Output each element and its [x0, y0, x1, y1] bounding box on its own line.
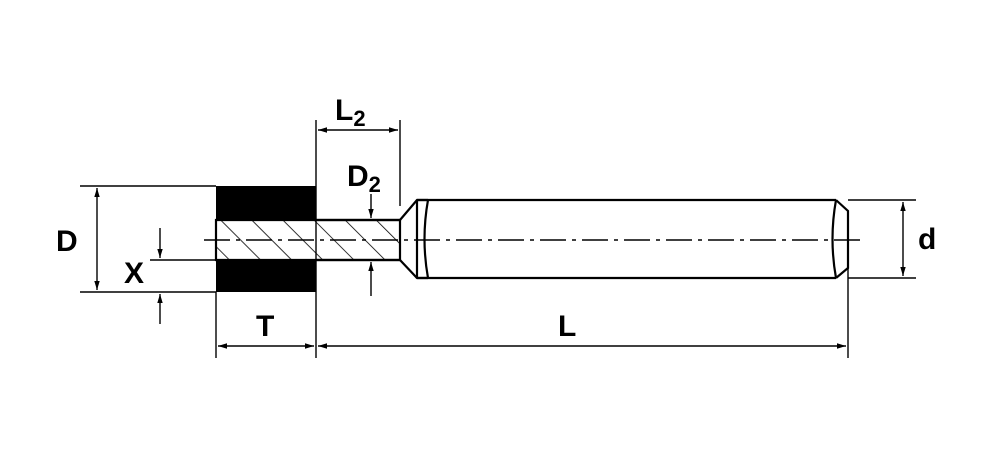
shank-transition-bottom — [399, 259, 428, 280]
label-T: T — [256, 310, 274, 343]
label-X: X — [124, 257, 144, 290]
dimension-lines — [94, 127, 906, 349]
wheel-top-ring — [216, 186, 316, 220]
label-d: d — [918, 223, 936, 256]
shank-transition-top — [399, 198, 428, 221]
label-D2: D2 — [347, 160, 381, 197]
shank-end-fillet — [831, 199, 838, 279]
label-L: L — [558, 310, 576, 343]
wheel-bottom-ring — [216, 260, 316, 292]
part-outline — [214, 186, 850, 292]
label-D: D — [56, 225, 78, 258]
label-L2: L2 — [335, 94, 366, 131]
shank-shoulder-fillet — [423, 199, 430, 279]
shank-end-chamfer — [835, 199, 850, 279]
extension-lines — [80, 120, 916, 358]
